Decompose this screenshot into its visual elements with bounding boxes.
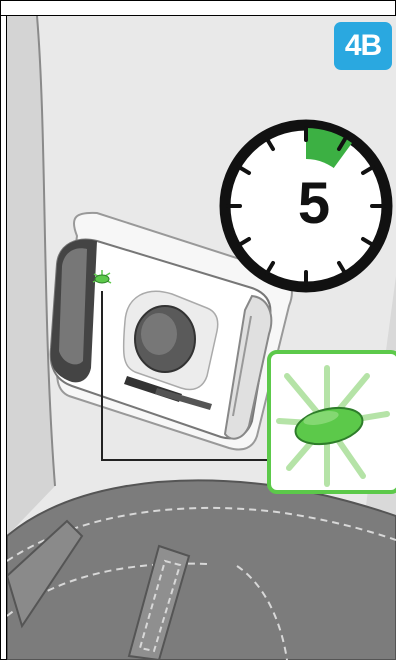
step-badge: 4B (334, 22, 392, 70)
light-callout (269, 352, 396, 492)
instruction-illustration: 5 4B (7, 16, 396, 660)
pants (7, 480, 396, 660)
illustration-canvas (7, 16, 396, 660)
timer-minutes: 5 (259, 170, 369, 237)
